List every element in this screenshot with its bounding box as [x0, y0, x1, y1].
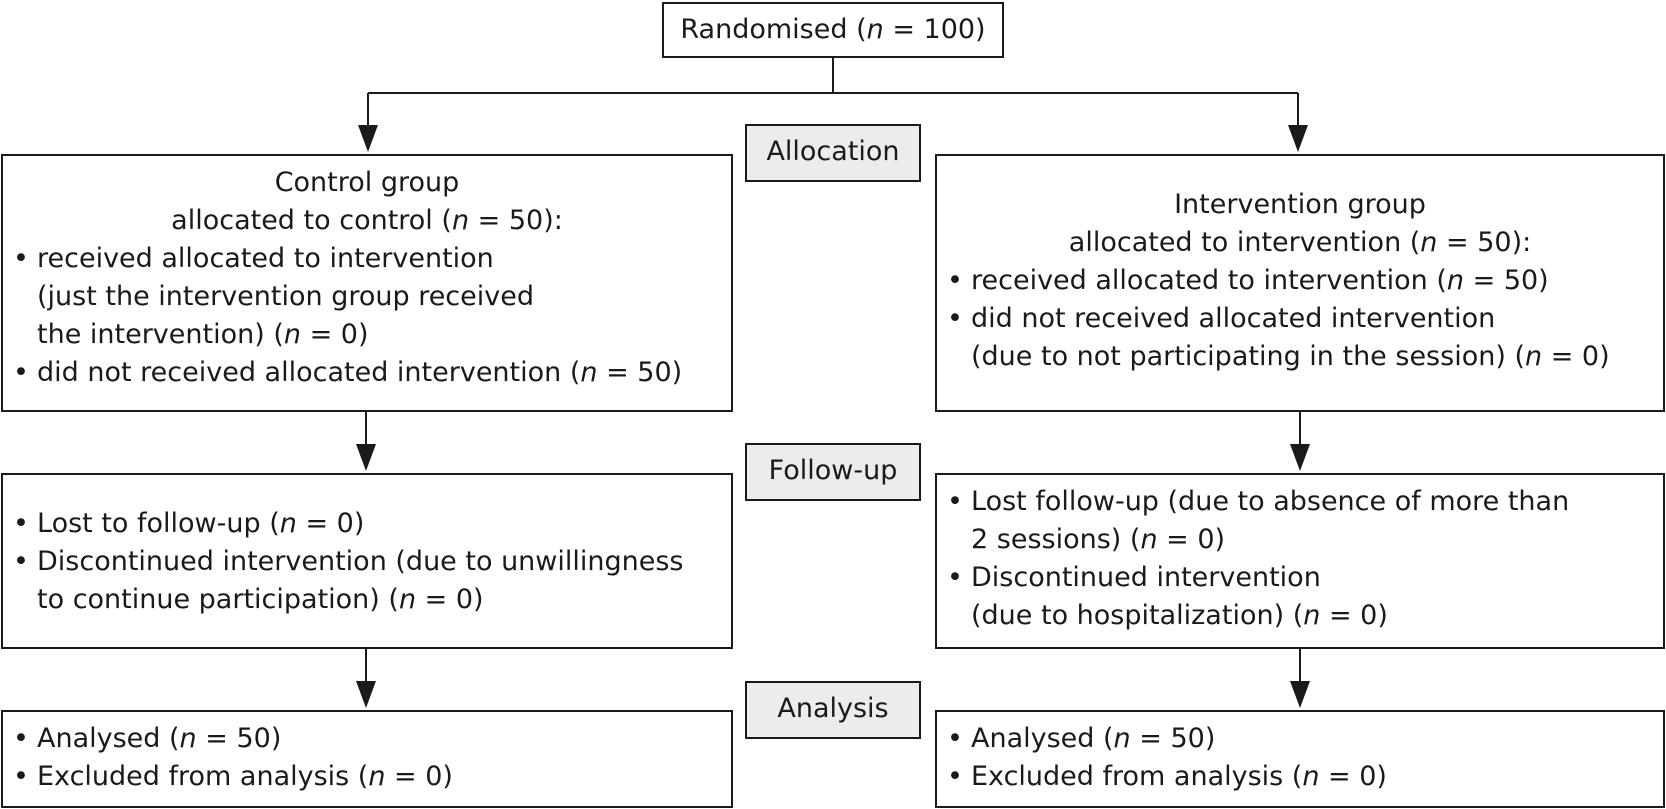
list-item: Discontinued intervention (due to unwill…: [3, 543, 731, 619]
randomised-box: Randomised (n = 100): [662, 2, 1004, 58]
list-item: Analysed (n = 50): [937, 720, 1663, 758]
arrowhead-left-analysis: [356, 681, 376, 708]
intervention-allocation-box: Intervention group allocated to interven…: [935, 154, 1665, 412]
control-group-subtitle: allocated to control (n = 50):: [171, 205, 563, 236]
control-follow-up-box: Lost to follow-up (n = 0) Discontinued i…: [1, 473, 733, 649]
list-item: Lost to follow-up (n = 0): [3, 505, 731, 543]
intervention-group-title: Intervention group: [1174, 189, 1426, 220]
list-item: Lost follow-up (due to absence of more t…: [937, 483, 1663, 559]
arrowhead-right-analysis: [1290, 681, 1310, 708]
list-item: Analysed (n = 50): [3, 720, 731, 758]
arrowhead-left-followup: [356, 444, 376, 471]
intervention-analysis-box: Analysed (n = 50) Excluded from analysis…: [935, 710, 1665, 808]
intervention-follow-up-box: Lost follow-up (due to absence of more t…: [935, 473, 1665, 649]
arrowhead-right-alloc: [1288, 125, 1308, 152]
arrowhead-right-followup: [1290, 444, 1310, 471]
list-item: Excluded from analysis (n = 0): [937, 758, 1663, 796]
list-item: did not received allocated intervention …: [3, 354, 731, 392]
control-analysis-box: Analysed (n = 50) Excluded from analysis…: [1, 710, 733, 808]
arrowhead-left-alloc: [358, 125, 378, 152]
stage-label-allocation: Allocation: [745, 124, 921, 182]
intervention-group-subtitle: allocated to intervention (n = 50):: [1068, 227, 1532, 258]
list-item: received allocated to intervention (just…: [3, 240, 731, 354]
list-item: did not received allocated intervention …: [937, 300, 1663, 376]
stage-label-follow-up: Follow-up: [745, 443, 921, 501]
stage-label-analysis: Analysis: [745, 681, 921, 739]
list-item: received allocated to intervention (n = …: [937, 262, 1663, 300]
control-group-title: Control group: [274, 167, 460, 198]
list-item: Excluded from analysis (n = 0): [3, 758, 731, 796]
control-allocation-box: Control group allocated to control (n = …: [1, 154, 733, 412]
list-item: Discontinued intervention (due to hospit…: [937, 559, 1663, 635]
